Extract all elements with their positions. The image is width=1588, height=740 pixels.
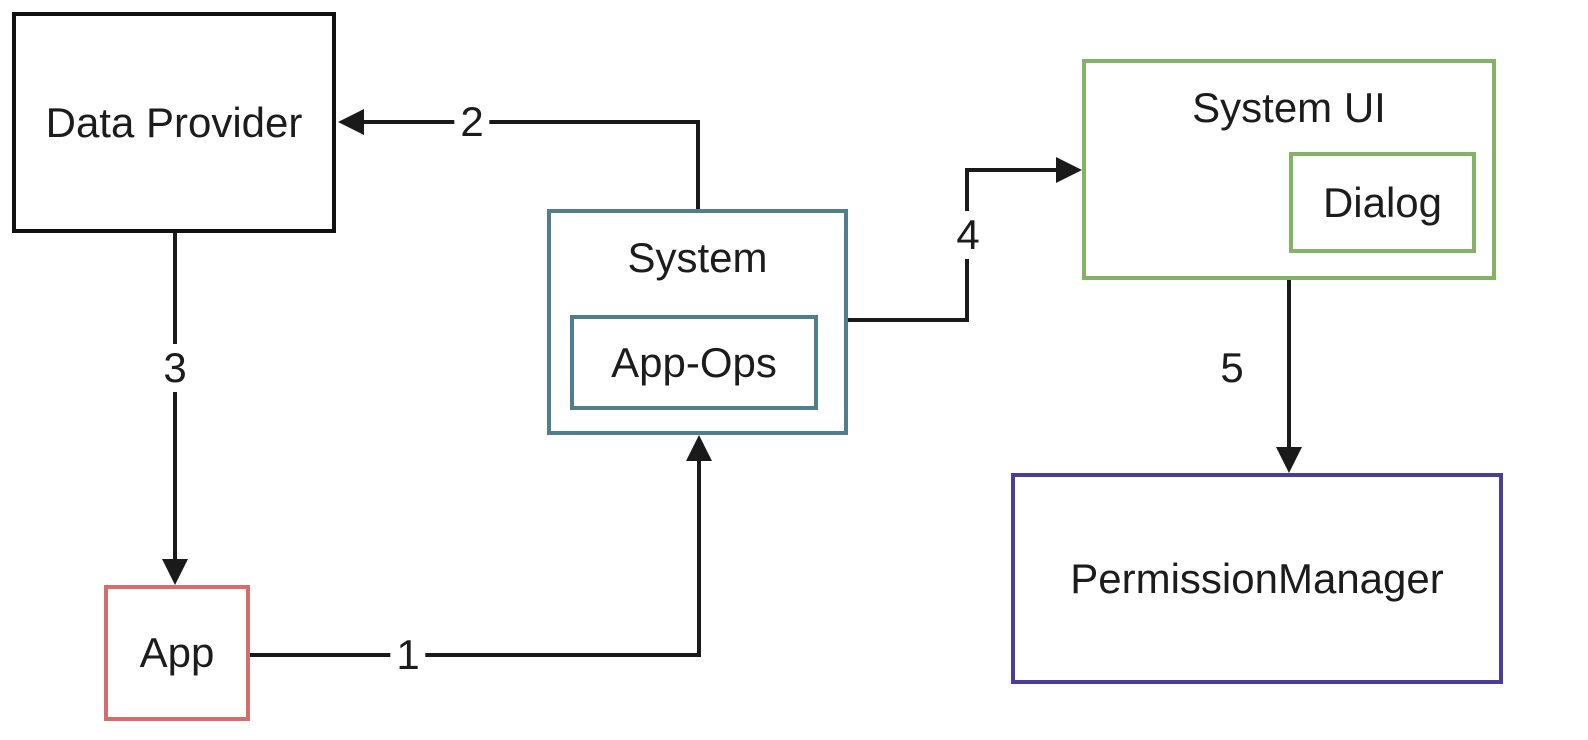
node-app-ops: App-Ops bbox=[570, 315, 818, 410]
node-app-label: App bbox=[139, 629, 215, 676]
arrowhead-down-icon bbox=[1276, 447, 1302, 473]
node-permission-manager: PermissionManager bbox=[1011, 473, 1503, 684]
arrowhead-up-icon bbox=[686, 435, 712, 461]
arrow-5 bbox=[1276, 280, 1302, 473]
node-system-ui: System UI Dialog bbox=[1082, 59, 1496, 280]
node-dialog-label: Dialog bbox=[1322, 178, 1443, 226]
node-data-provider: Data Provider bbox=[12, 12, 336, 233]
edge-label-3: 3 bbox=[157, 344, 193, 392]
node-app: App bbox=[104, 585, 250, 721]
node-system-ui-label: System UI bbox=[1192, 84, 1386, 131]
edge-label-5: 5 bbox=[1214, 344, 1250, 392]
node-dialog: Dialog bbox=[1289, 152, 1476, 253]
arrow-2 bbox=[338, 109, 700, 209]
arrowhead-right-icon bbox=[1056, 157, 1082, 183]
edge-label-1: 1 bbox=[390, 631, 426, 679]
node-app-ops-label: App-Ops bbox=[611, 338, 777, 386]
arrow-3 bbox=[162, 233, 188, 585]
arrowhead-left-icon bbox=[338, 109, 364, 135]
edge-label-4: 4 bbox=[950, 211, 986, 259]
node-permission-manager-label: PermissionManager bbox=[1070, 554, 1444, 602]
node-data-provider-label: Data Provider bbox=[45, 98, 303, 146]
node-system: System App-Ops bbox=[547, 209, 848, 435]
edge-label-2: 2 bbox=[454, 98, 490, 146]
arrow-1 bbox=[250, 435, 712, 657]
node-system-label: System bbox=[627, 234, 768, 281]
arrowhead-down-icon bbox=[162, 559, 188, 585]
